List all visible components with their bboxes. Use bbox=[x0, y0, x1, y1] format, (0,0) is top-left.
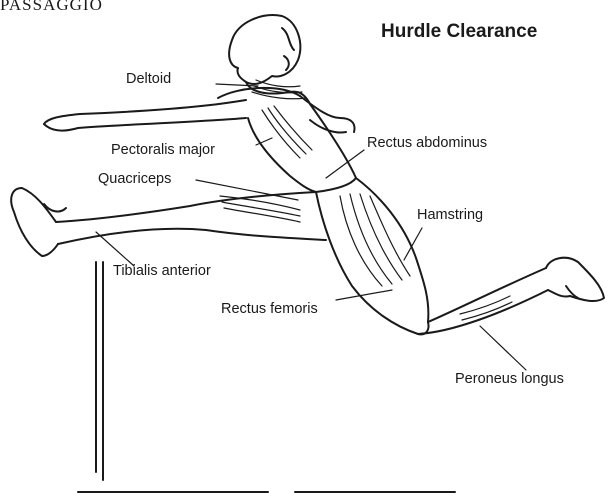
head bbox=[229, 15, 300, 84]
hurdle bbox=[78, 262, 455, 492]
label-tibialis-anterior: Tibialis anterior bbox=[113, 264, 211, 279]
leader-lines bbox=[96, 84, 526, 370]
label-pectoralis-major: Pectoralis major bbox=[111, 143, 215, 158]
label-peroneus-longus: Peroneus longus bbox=[455, 372, 564, 387]
label-rectus-femoris: Rectus femoris bbox=[221, 302, 318, 317]
header-text: PASSAGGIO bbox=[0, 0, 103, 13]
label-deltoid: Deltoid bbox=[126, 72, 171, 87]
rear-foot bbox=[546, 258, 604, 301]
label-rectus-abdominus: Rectus abdominus bbox=[367, 136, 487, 151]
label-quadriceps: Quacriceps bbox=[98, 172, 171, 187]
label-hamstring: Hamstring bbox=[417, 208, 483, 223]
rear-arm bbox=[300, 96, 354, 133]
muscle-hatching bbox=[220, 80, 512, 320]
forward-arm bbox=[44, 100, 246, 131]
diagram-title: Hurdle Clearance bbox=[381, 22, 537, 41]
lead-leg bbox=[56, 192, 326, 244]
rear-shin bbox=[418, 268, 548, 334]
